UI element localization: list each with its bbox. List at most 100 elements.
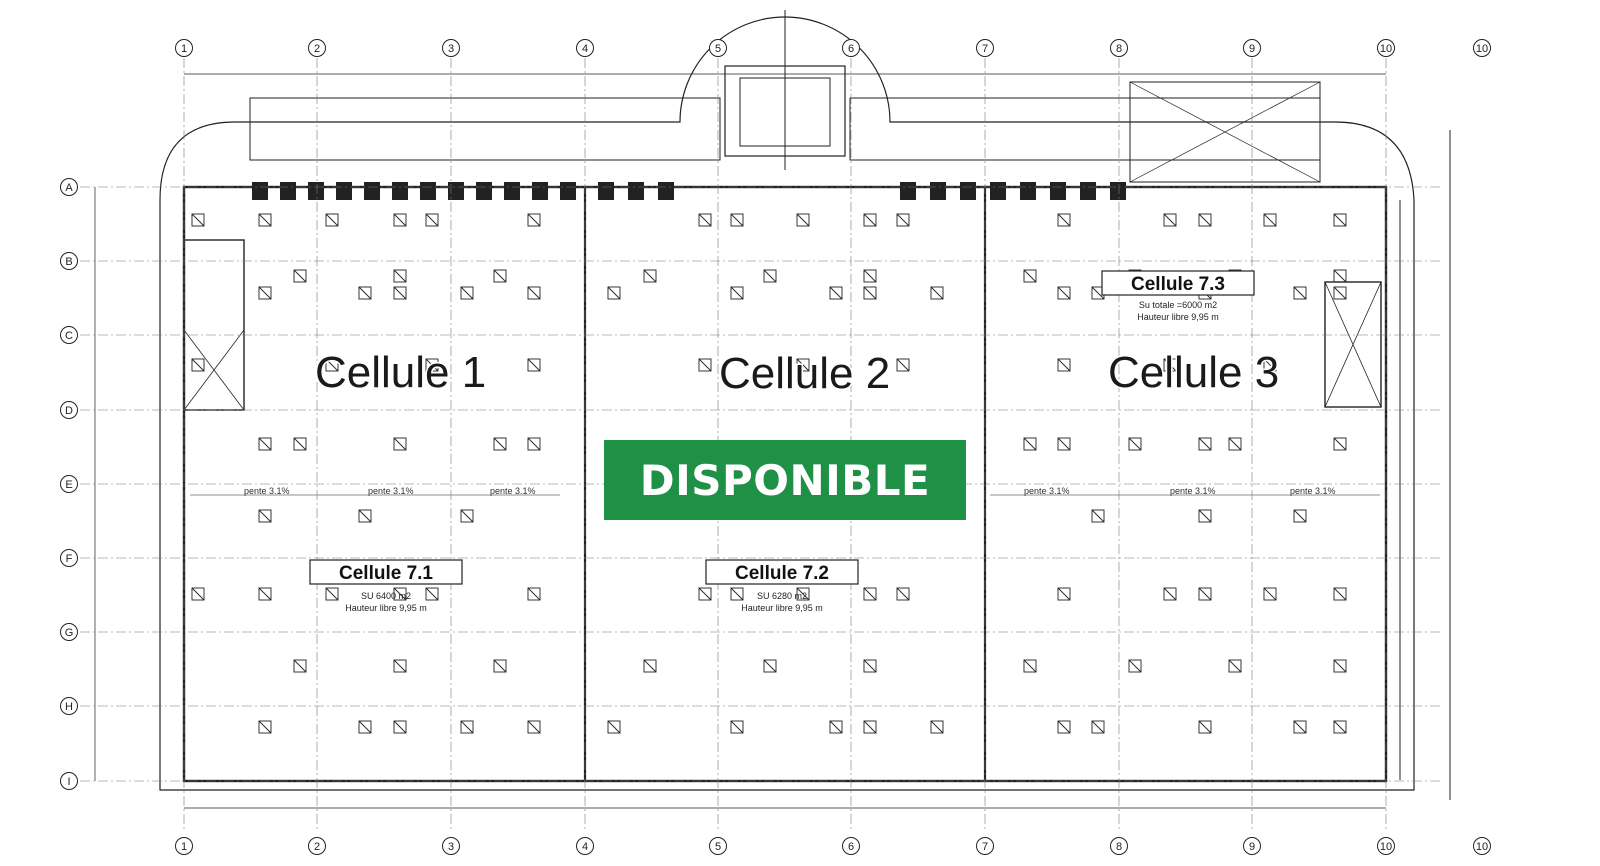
service-diagonal xyxy=(1324,281,1382,408)
floor-marker xyxy=(425,587,439,601)
floor-marker xyxy=(1228,659,1242,673)
floor-marker-cross xyxy=(191,587,205,601)
grid-bubble xyxy=(1377,837,1395,855)
floor-marker xyxy=(258,587,272,601)
dock-door xyxy=(308,182,324,200)
grid-bubble xyxy=(1110,837,1128,855)
floor-marker xyxy=(730,720,744,734)
floor-marker xyxy=(191,587,205,601)
floor-marker-cross xyxy=(527,213,541,227)
floor-marker xyxy=(393,213,407,227)
floor-marker-cross xyxy=(1057,437,1071,451)
grid-bubble xyxy=(976,837,994,855)
office-block xyxy=(183,239,245,411)
floor-marker-cross xyxy=(896,358,910,372)
cell-tag-height: Hauteur libre 9,95 m xyxy=(741,603,823,613)
floor-marker-cross xyxy=(930,720,944,734)
grid-bubble xyxy=(308,837,326,855)
floor-marker xyxy=(643,659,657,673)
floor-marker-cross xyxy=(1023,269,1037,283)
dock-door xyxy=(1050,182,1066,200)
floor-marker xyxy=(527,286,541,300)
floor-marker-cross xyxy=(730,587,744,601)
floor-marker xyxy=(258,286,272,300)
floor-marker xyxy=(1128,659,1142,673)
grid-bubble xyxy=(1110,39,1128,57)
floor-marker-cross xyxy=(1198,509,1212,523)
floor-marker-cross xyxy=(191,213,205,227)
dock-door xyxy=(1080,182,1096,200)
floor-marker-cross xyxy=(896,213,910,227)
floor-marker xyxy=(829,286,843,300)
floor-marker xyxy=(796,213,810,227)
grid-bubble xyxy=(60,697,78,715)
floor-marker xyxy=(1057,587,1071,601)
grid-lines xyxy=(80,58,1440,830)
floor-marker xyxy=(896,213,910,227)
floor-marker-cross xyxy=(763,269,777,283)
grid-bubble-label: 1 xyxy=(181,43,187,55)
roof-diagonal xyxy=(1129,81,1321,183)
floor-marker-cross xyxy=(258,720,272,734)
floor-marker xyxy=(1198,213,1212,227)
floor-marker xyxy=(1057,437,1071,451)
floor-marker xyxy=(896,358,910,372)
plan-structure xyxy=(94,10,1451,809)
floor-marker xyxy=(863,720,877,734)
grid-bubble xyxy=(60,772,78,790)
grid-bubble-label: 5 xyxy=(715,841,721,853)
floor-marker-cross xyxy=(527,720,541,734)
floor-marker xyxy=(1333,269,1347,283)
floor-marker-cross xyxy=(393,213,407,227)
dock-door xyxy=(364,182,380,200)
grid-bubble-label: 10 xyxy=(1476,841,1488,853)
floor-marker xyxy=(1293,720,1307,734)
cell-tag-area: SU 6400 m2 xyxy=(361,591,411,601)
grid-bubble-label: I xyxy=(67,776,70,788)
grid-bubble-label: 7 xyxy=(982,43,988,55)
floor-marker-cross xyxy=(1057,286,1071,300)
grid-bubble-label: 3 xyxy=(448,841,454,853)
floor-marker xyxy=(1198,509,1212,523)
dock-door xyxy=(930,182,946,200)
floor-marker-cross xyxy=(730,286,744,300)
dock-door xyxy=(448,182,464,200)
floor-marker-cross xyxy=(863,587,877,601)
floor-marker-cross xyxy=(1263,358,1277,372)
floor-marker xyxy=(863,587,877,601)
floor-marker-cross xyxy=(863,286,877,300)
grid-bubble xyxy=(442,39,460,57)
grid-bubble xyxy=(709,837,727,855)
floor-marker xyxy=(730,286,744,300)
dock-door xyxy=(1020,182,1036,200)
floor-marker-cross xyxy=(358,286,372,300)
floor-marker-cross xyxy=(896,587,910,601)
grid-bubble-label: 9 xyxy=(1249,43,1255,55)
floor-marker xyxy=(698,358,712,372)
floor-marker-cross xyxy=(863,213,877,227)
floor-marker-cross xyxy=(698,358,712,372)
dock-door xyxy=(658,182,674,200)
floor-marker xyxy=(393,587,407,601)
floor-marker xyxy=(1333,213,1347,227)
grid-bubble-label: 1 xyxy=(181,841,187,853)
floor-marker-cross xyxy=(698,213,712,227)
cell-tag-height: Hauteur libre 9,95 m xyxy=(1137,312,1219,322)
floor-marker xyxy=(460,509,474,523)
cell-2-label: Cellule 2 xyxy=(719,349,890,398)
grid-bubble-label: A xyxy=(65,182,73,194)
floor-marker xyxy=(1023,269,1037,283)
floor-marker-cross xyxy=(425,213,439,227)
cell-3-label: Cellule 3 xyxy=(1108,348,1279,397)
floor-marker xyxy=(829,720,843,734)
floor-marker-cross xyxy=(1293,720,1307,734)
floor-marker-cross xyxy=(796,358,810,372)
floor-marker-cross xyxy=(796,213,810,227)
floor-marker xyxy=(1333,659,1347,673)
floor-marker-cross xyxy=(393,720,407,734)
floor-marker xyxy=(1091,509,1105,523)
dock-door xyxy=(900,182,916,200)
service-core xyxy=(1324,281,1382,408)
dock-door xyxy=(420,182,436,200)
